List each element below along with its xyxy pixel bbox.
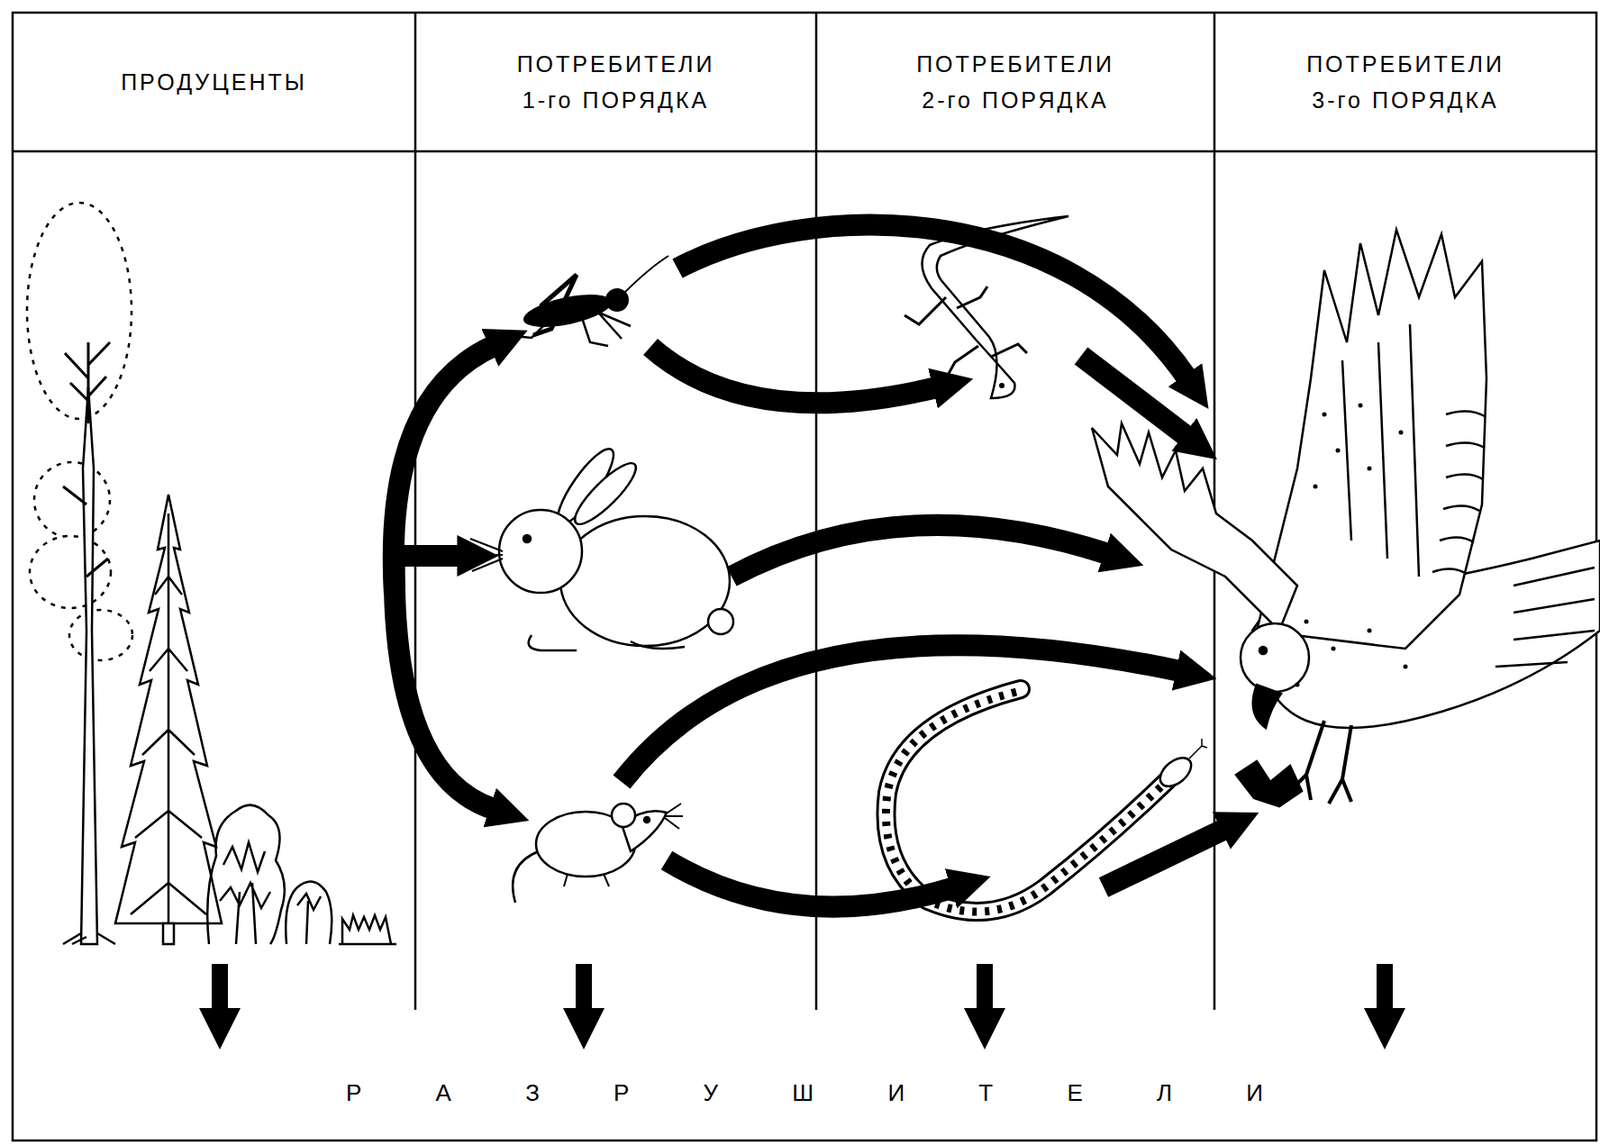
decomposer-arrow — [211, 963, 228, 1009]
energy-arrows — [392, 225, 1226, 908]
bush-outline — [207, 805, 285, 945]
column-rule — [414, 12, 418, 1010]
energy-arrow — [1103, 828, 1226, 888]
lizard-eye — [999, 382, 1005, 389]
column-heading: ПОТРЕБИТЕЛИ 3-го ПОРЯДКА — [1290, 45, 1521, 119]
hawk-eye — [1259, 646, 1267, 655]
decomposer-arrow — [575, 963, 592, 1009]
rabbit-head — [499, 509, 582, 593]
tree-crown — [29, 536, 111, 609]
hawk-feather-lines — [1342, 324, 1485, 577]
hawk-lower-wing — [1091, 423, 1298, 631]
energy-arrow — [666, 860, 955, 908]
rabbit-ear — [567, 455, 643, 531]
column-rule — [815, 12, 819, 1010]
heading-cell: ПОТРЕБИТЕЛИ 1-го ПОРЯДКА — [415, 12, 817, 152]
mouse-eye — [644, 817, 650, 823]
outer-frame — [12, 12, 1597, 1141]
heading-cell: ПРОДУЦЕНТЫ — [12, 12, 416, 152]
fir-crown — [115, 494, 222, 924]
fir-tree — [115, 494, 222, 945]
rabbit-eye — [523, 535, 531, 543]
heading-cell: ПОТРЕБИТЕЛИ 3-го ПОРЯДКА — [1214, 12, 1597, 152]
grass — [338, 915, 397, 945]
mouse — [512, 803, 683, 903]
rabbit-tail — [708, 609, 734, 635]
tree-trunk — [81, 387, 98, 945]
snake-tongue — [1189, 738, 1208, 759]
hawk-beak — [1253, 684, 1282, 728]
grasshopper — [504, 255, 669, 346]
energy-arrow — [392, 545, 462, 567]
trophic-column: ПОТРЕБИТЕЛИ 3-го ПОРЯДКА — [1214, 12, 1597, 964]
decomposer-arrow — [976, 963, 993, 1009]
rabbit-body — [560, 516, 730, 646]
decomposer-band: Р А З Р У Ш И Т Е Л И — [12, 1049, 1597, 1137]
hawk-tail-feathers — [1495, 567, 1595, 667]
decomposer-arrow — [1376, 963, 1393, 1009]
rabbit — [468, 442, 734, 651]
rabbit-whiskers — [468, 538, 503, 572]
grasshopper-hind-leg — [533, 274, 577, 336]
column-heading: ПОТРЕБИТЕЛИ 1-го ПОРЯДКА — [500, 45, 731, 119]
lizard-legs — [904, 286, 1028, 379]
energy-arrow — [394, 549, 494, 810]
trophic-column: ПОТРЕБИТЕЛИ 1-го ПОРЯДКА — [415, 12, 817, 964]
bush-scribble — [219, 842, 271, 945]
energy-arrow — [1081, 355, 1188, 437]
header-rule — [12, 150, 1597, 154]
grasshopper-legs — [504, 310, 631, 346]
column-heading: ПРОДУЦЕНТЫ — [120, 63, 308, 100]
hawk — [1091, 229, 1600, 807]
hawk-head — [1240, 623, 1310, 692]
fir-hatching — [130, 513, 207, 924]
mouse-ear — [611, 803, 636, 828]
band-label: Р А З Р У Ш И Т Е Л И — [327, 1079, 1282, 1108]
energy-arrow — [650, 346, 937, 403]
column-heading: ПОТРЕБИТЕЛИ 2-го ПОРЯДКА — [900, 45, 1131, 119]
tree-crown — [34, 462, 110, 538]
mouse-tail — [512, 851, 539, 903]
snake — [885, 689, 1208, 912]
mouse-whiskers — [563, 803, 683, 887]
hawk-speckles — [1295, 403, 1409, 688]
deciduous-tree — [27, 202, 133, 945]
energy-arrow — [677, 225, 1188, 379]
bushes — [207, 805, 397, 945]
fir-trunk — [163, 923, 174, 945]
trophic-column: ПОТРЕБИТЕЛИ 2-го ПОРЯДКА — [816, 12, 1215, 964]
grasshopper-antenna — [623, 255, 669, 294]
energy-arrow — [621, 645, 1181, 782]
heading-cell: ПОТРЕБИТЕЛИ 2-го ПОРЯДКА — [816, 12, 1215, 152]
energy-arrow — [393, 345, 494, 595]
bush-outline — [285, 881, 332, 945]
energy-arrow — [731, 525, 1109, 577]
tree-roots — [63, 933, 116, 945]
tree-branches — [63, 342, 110, 577]
bush-scribble — [297, 893, 321, 945]
hawk-prey — [1236, 761, 1302, 807]
tree-crown — [27, 202, 132, 419]
tree-crown — [69, 609, 133, 661]
table-grid — [12, 12, 1597, 1141]
rabbit-feet — [528, 635, 685, 651]
trophic-column: ПРОДУЦЕНТЫ — [12, 12, 416, 964]
